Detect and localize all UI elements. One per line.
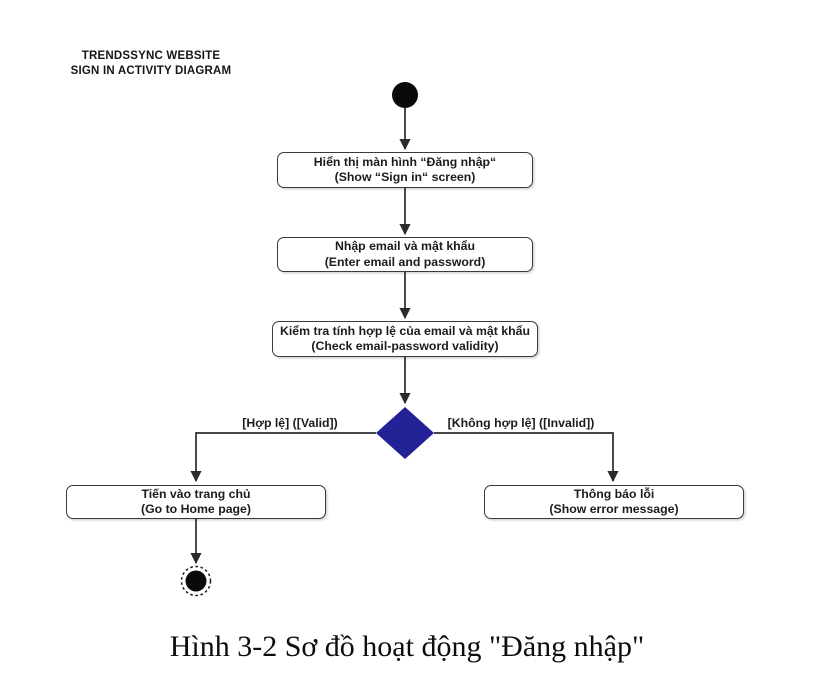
diagram-title-line2: SIGN IN ACTIVITY DIAGRAM	[70, 65, 232, 77]
activity-check-validity-en: (Check email-password validity)	[311, 339, 499, 353]
diagram-title-line1: TRENDSSYNC WEBSITE	[81, 50, 221, 62]
diagram-title: TRENDSSYNC WEBSITE SIGN IN ACTIVITY DIAG…	[48, 49, 254, 79]
activity-enter-credentials-vi: Nhập email và mật khẩu	[334, 239, 476, 253]
end-node	[185, 570, 207, 592]
activity-show-signin-en: (Show “Sign in“ screen)	[334, 170, 476, 184]
figure-caption: Hình 3-2 Sơ đồ hoạt động "Đăng nhập"	[169, 630, 645, 663]
start-node	[392, 82, 418, 108]
guard-label-invalid: [Không hợp lệ] ([Invalid])	[447, 416, 595, 430]
activity-show-error-en: (Show error message)	[549, 502, 679, 516]
activity-show-signin: Hiển thị màn hình “Đăng nhập“ (Show “Sig…	[277, 152, 533, 188]
activity-enter-credentials: Nhập email và mật khẩu (Enter email and …	[277, 237, 533, 272]
activity-show-error: Thông báo lỗi (Show error message)	[484, 485, 744, 519]
guard-label-valid: [Hợp lệ] ([Valid])	[242, 416, 338, 430]
activity-show-signin-vi: Hiển thị màn hình “Đăng nhập“	[313, 154, 497, 169]
decision-node	[376, 407, 434, 459]
activity-go-home-vi: Tiến vào trang chủ	[141, 486, 251, 501]
activity-show-error-vi: Thông báo lỗi	[573, 486, 655, 501]
activity-go-home: Tiến vào trang chủ (Go to Home page)	[66, 485, 326, 519]
activity-go-home-en: (Go to Home page)	[141, 502, 251, 516]
flow-arrow-invalid-branch	[434, 432, 619, 483]
end-node-ring	[180, 565, 212, 597]
flow-arrow-valid-branch	[190, 432, 376, 483]
activity-enter-credentials-en: (Enter email and password)	[324, 254, 486, 269]
activity-check-validity-vi: Kiểm tra tính hợp lệ của email và mật kh…	[280, 323, 530, 338]
activity-check-validity: Kiểm tra tính hợp lệ của email và mật kh…	[272, 321, 538, 357]
